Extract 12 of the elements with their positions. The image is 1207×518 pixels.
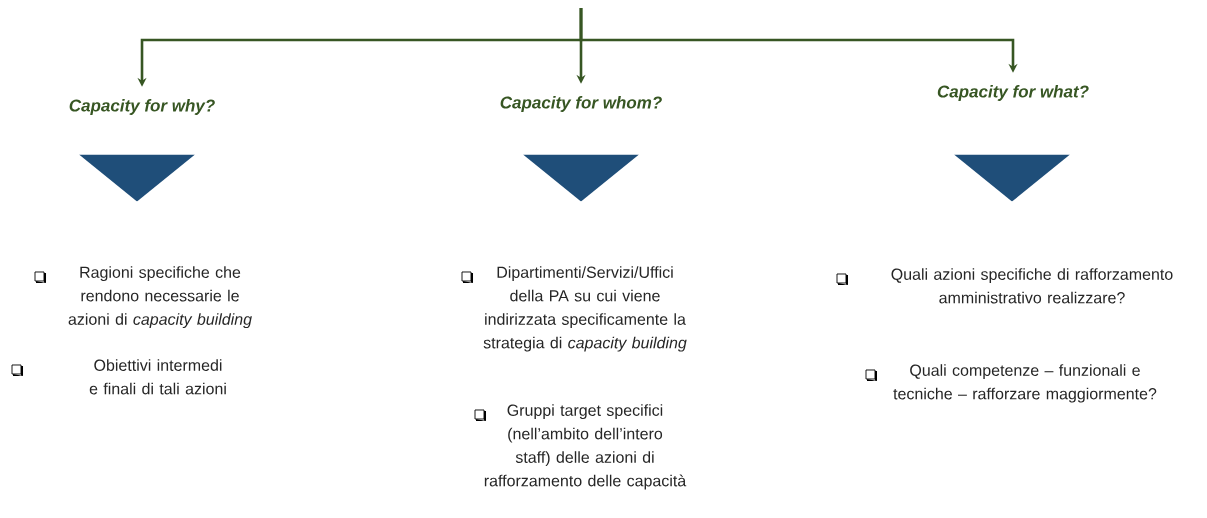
bullet-text: Obiettivi intermedi e finali di tali azioni (89, 359, 226, 395)
bullet-text: Dipartimenti/Servizi/Uffici della PA su cui viene indirizzata specificamente la strategia di capacity building (483, 266, 687, 352)
triangle (79, 154, 195, 202)
heading: Capacity for whom? (500, 96, 662, 112)
bullet-text: Gruppi target specifici (nell’ambito dell’intero staff) delle azioni di rafforzamento delle capacità (484, 404, 687, 490)
bullet-text: Ragioni specifiche che rendono necessarie le azioni di capacity building (68, 266, 252, 329)
bullet-text: Quali competenze – funzionali e tecniche – rafforzare maggiormente? (893, 364, 1157, 403)
heading: Capacity for what? (937, 85, 1089, 101)
triangle (523, 154, 639, 202)
heading: Capacity for why? (69, 99, 215, 115)
bullet-text: Quali azioni specifiche di rafforzamento amministrativo realizzare? (891, 268, 1173, 304)
triangle (954, 154, 1070, 202)
